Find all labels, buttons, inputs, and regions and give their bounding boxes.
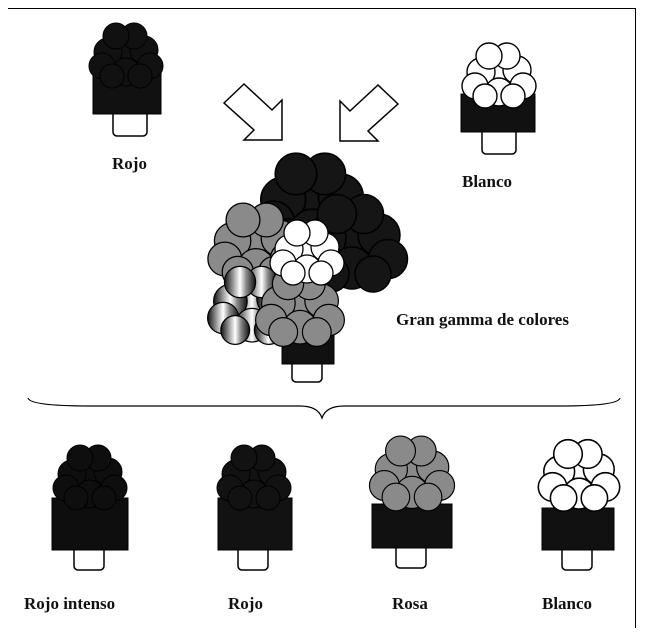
- offspring-plant-red: [216, 444, 293, 571]
- parent-label-white: Blanco: [462, 172, 513, 191]
- diagram-frame: [8, 8, 636, 628]
- offspring-label-pink: Rosa: [392, 594, 428, 613]
- parent-plant-white: [460, 42, 537, 155]
- offspring-plant-pink: [368, 435, 456, 569]
- parent-plant-red: [88, 22, 164, 137]
- offspring-plant-white: [537, 438, 621, 571]
- offspring-label-red: Rojo: [228, 594, 263, 613]
- offspring-plant-deep-red: [51, 444, 129, 571]
- offspring-label-white: Blanco: [542, 594, 593, 613]
- parent-label-red: Rojo: [112, 154, 147, 173]
- arrow-left: [222, 82, 283, 141]
- hybrid-label: Gran gamma de colores: [396, 310, 569, 329]
- offspring-label-deep-red: Rojo intenso: [24, 594, 116, 613]
- grouping-brace: [27, 397, 621, 420]
- arrow-right: [339, 83, 400, 142]
- hybrid-plant: [206, 152, 409, 383]
